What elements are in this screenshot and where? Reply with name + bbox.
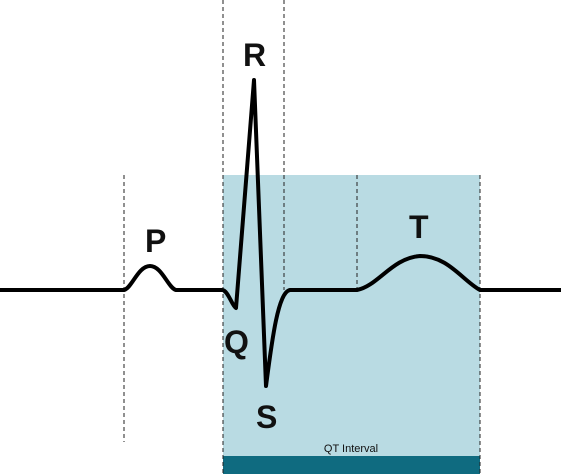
t-wave-label: T	[409, 209, 429, 245]
qt-interval-bar	[223, 456, 480, 474]
qt-interval-region	[223, 175, 480, 474]
q-wave-label: Q	[224, 324, 249, 360]
r-peak-label: R	[243, 37, 266, 73]
ecg-waveform	[0, 78, 561, 388]
s-wave-label: S	[256, 399, 277, 435]
qt-interval-label: QT Interval	[324, 443, 378, 455]
p-wave-label: P	[145, 223, 166, 259]
